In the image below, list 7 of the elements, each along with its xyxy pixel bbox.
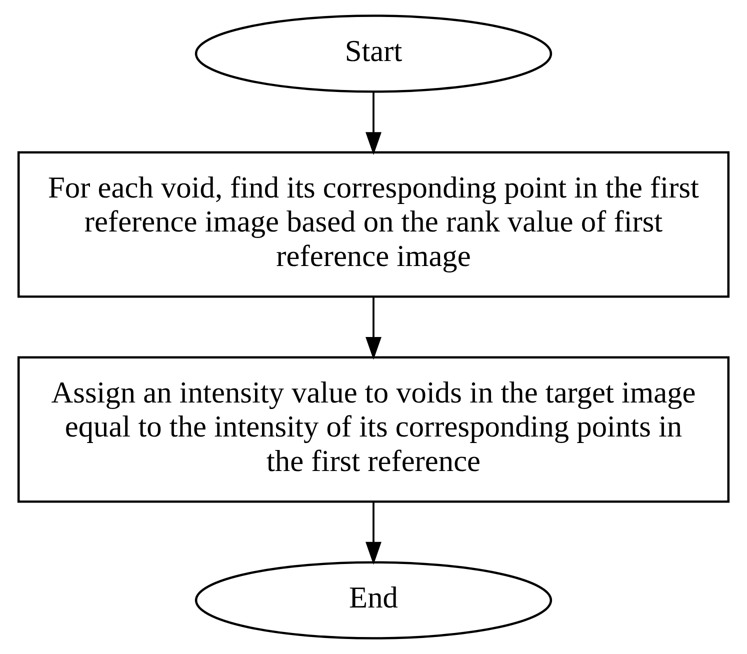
arrow <box>366 296 382 360</box>
node-box: Assign an intensity value to voids in the target image equal to the intensity of its corresponding points in the first reference <box>17 356 730 503</box>
node-ellipse: Start <box>194 14 552 93</box>
node-box: For each void, find its corresponding point in the first reference image based on the rank value of first reference image <box>17 151 730 298</box>
node-ellipse: End <box>194 561 552 640</box>
arrow <box>366 502 382 565</box>
arrow <box>366 92 382 155</box>
